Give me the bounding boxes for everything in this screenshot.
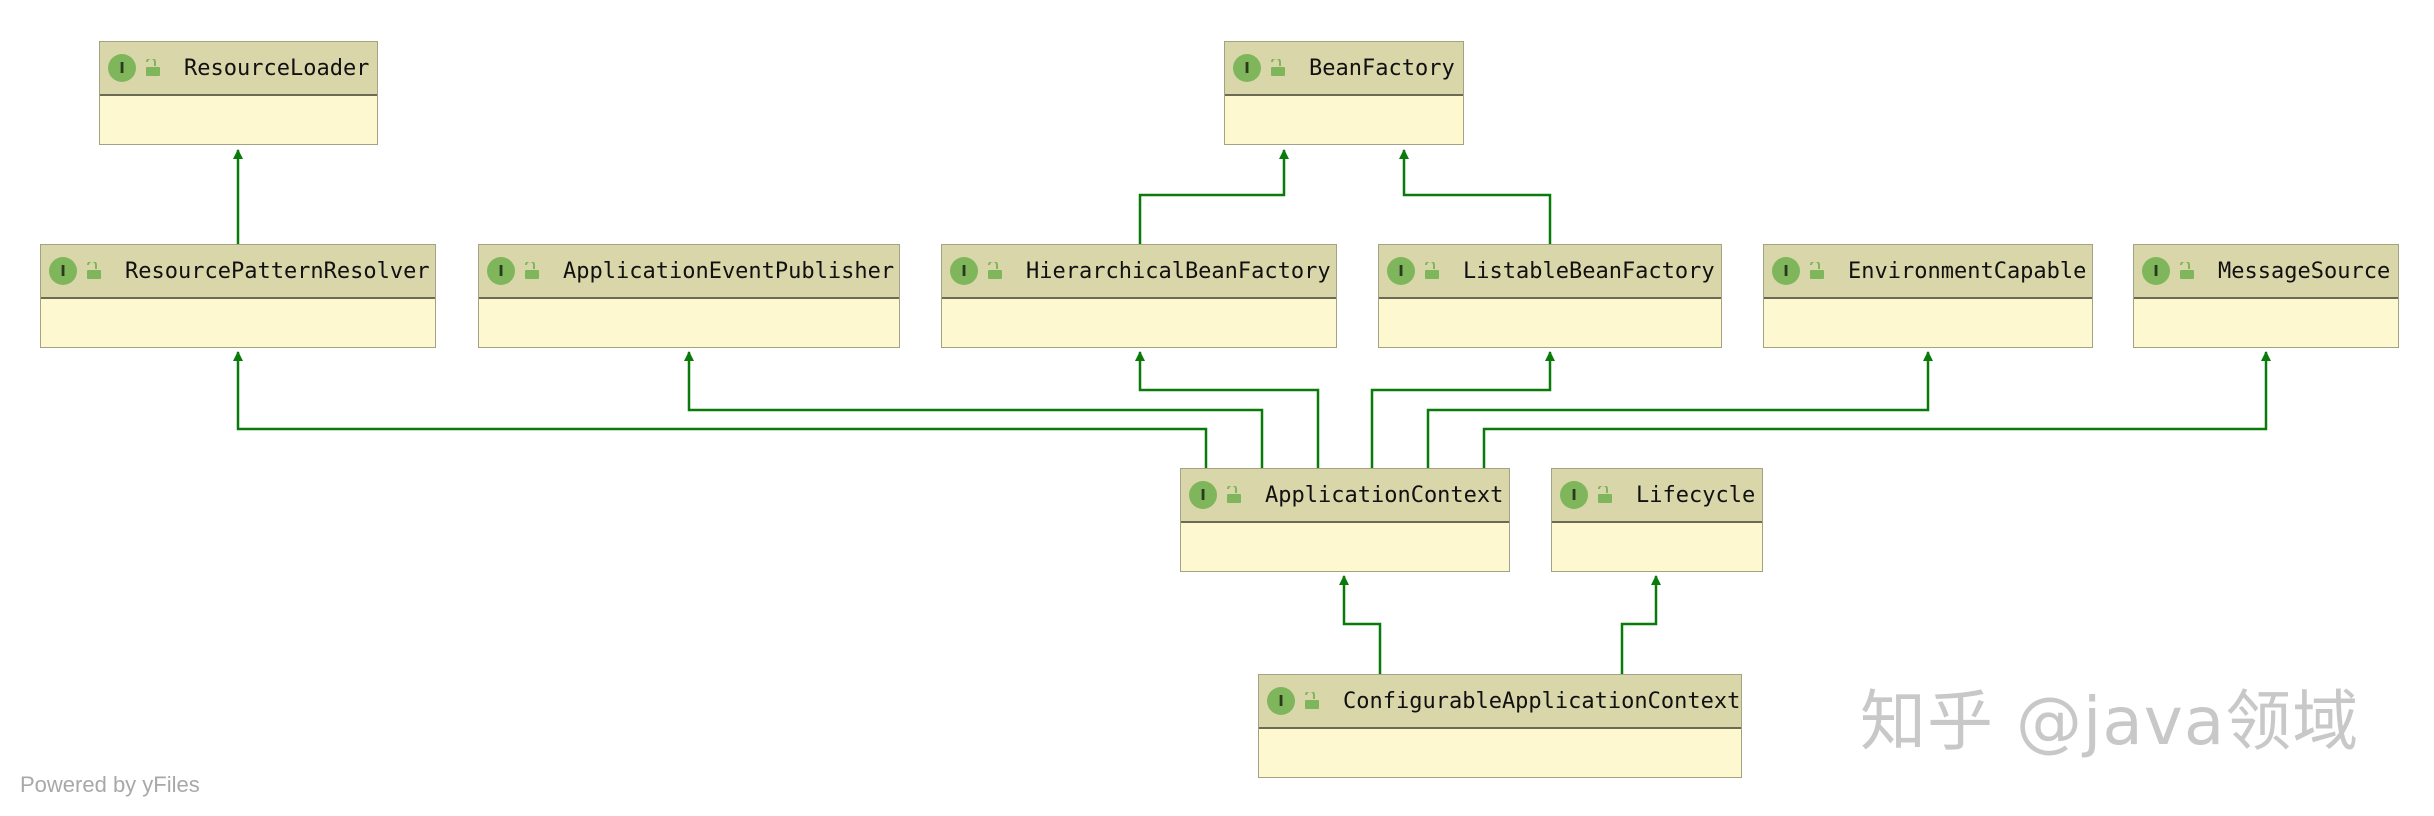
node-resource-loader[interactable]: I ResourceLoader	[99, 41, 378, 145]
node-name: ListableBeanFactory	[1463, 258, 1715, 284]
edge-applicationcontext-to-resourcepatternresolver	[233, 351, 1208, 468]
node-name: ApplicationEventPublisher	[563, 258, 895, 284]
unlocked-padlock-icon	[87, 262, 101, 279]
interface-badge-icon: I	[1189, 481, 1217, 509]
node-name: ResourceLoader	[184, 55, 370, 81]
interface-badge-icon: I	[1267, 687, 1295, 715]
watermark: 知乎 @java领域	[1860, 683, 2360, 760]
unlocked-padlock-icon	[1271, 59, 1285, 76]
interface-badge-icon: I	[1560, 481, 1588, 509]
node-message-source[interactable]: I MessageSource	[2133, 244, 2399, 348]
node-resource-pattern-resolver[interactable]: I ResourcePatternResolver	[40, 244, 436, 348]
edge-configurableapplicationcontext-to-lifecycle	[1620, 575, 1661, 674]
node-name: ResourcePatternResolver	[125, 258, 430, 284]
node-hierarchical-bean-factory[interactable]: I HierarchicalBeanFactory	[941, 244, 1337, 348]
interface-badge-icon: I	[950, 257, 978, 285]
node-name: MessageSource	[2218, 258, 2391, 284]
unlocked-padlock-icon	[1425, 262, 1439, 279]
unlocked-padlock-icon	[1305, 692, 1319, 709]
node-environment-capable[interactable]: I EnvironmentCapable	[1763, 244, 2093, 348]
unlocked-padlock-icon	[988, 262, 1002, 279]
unlocked-padlock-icon	[2180, 262, 2194, 279]
unlocked-padlock-icon	[1598, 486, 1612, 503]
interface-badge-icon: I	[108, 54, 136, 82]
interface-badge-icon: I	[487, 257, 515, 285]
node-name: EnvironmentCapable	[1848, 258, 2087, 284]
unlocked-padlock-icon	[1810, 262, 1824, 279]
node-bean-factory[interactable]: I BeanFactory	[1224, 41, 1464, 145]
node-name: ApplicationContext	[1265, 482, 1504, 508]
edge-applicationcontext-to-messagesource	[1482, 351, 2271, 468]
powered-by-footer[interactable]: Powered by yFiles	[20, 772, 200, 797]
edge-applicationcontext-to-listablebeanfactory	[1370, 351, 1555, 468]
node-application-event-publisher[interactable]: I ApplicationEventPublisher	[478, 244, 900, 348]
node-listable-bean-factory[interactable]: I ListableBeanFactory	[1378, 244, 1722, 348]
interface-badge-icon: I	[1233, 54, 1261, 82]
node-name: ConfigurableApplicationContext	[1343, 688, 1741, 714]
interface-badge-icon: I	[2142, 257, 2170, 285]
interface-badge-icon: I	[1772, 257, 1800, 285]
unlocked-padlock-icon	[146, 59, 160, 76]
node-application-context[interactable]: I ApplicationContext	[1180, 468, 1510, 572]
node-configurable-application-context[interactable]: I ConfigurableApplicationContext	[1258, 674, 1742, 778]
node-lifecycle[interactable]: I Lifecycle	[1551, 468, 1763, 572]
edge-hierarchicalbeanfactory-to-beanfactory	[1138, 149, 1289, 244]
interface-badge-icon: I	[1387, 257, 1415, 285]
node-name: Lifecycle	[1636, 482, 1756, 508]
unlocked-padlock-icon	[1227, 486, 1241, 503]
node-name: HierarchicalBeanFactory	[1026, 258, 1331, 284]
edge-applicationcontext-to-hierarchicalbeanfactory	[1135, 351, 1320, 468]
interface-badge-icon: I	[49, 257, 77, 285]
edge-applicationcontext-to-applicationeventpublisher	[684, 351, 1264, 468]
edge-applicationcontext-to-environmentcapable	[1426, 351, 1933, 468]
edge-listablebeanfactory-to-beanfactory	[1399, 149, 1552, 244]
unlocked-padlock-icon	[525, 262, 539, 279]
edge-configurableapplicationcontext-to-applicationcontext	[1339, 575, 1382, 674]
node-name: BeanFactory	[1309, 55, 1455, 81]
